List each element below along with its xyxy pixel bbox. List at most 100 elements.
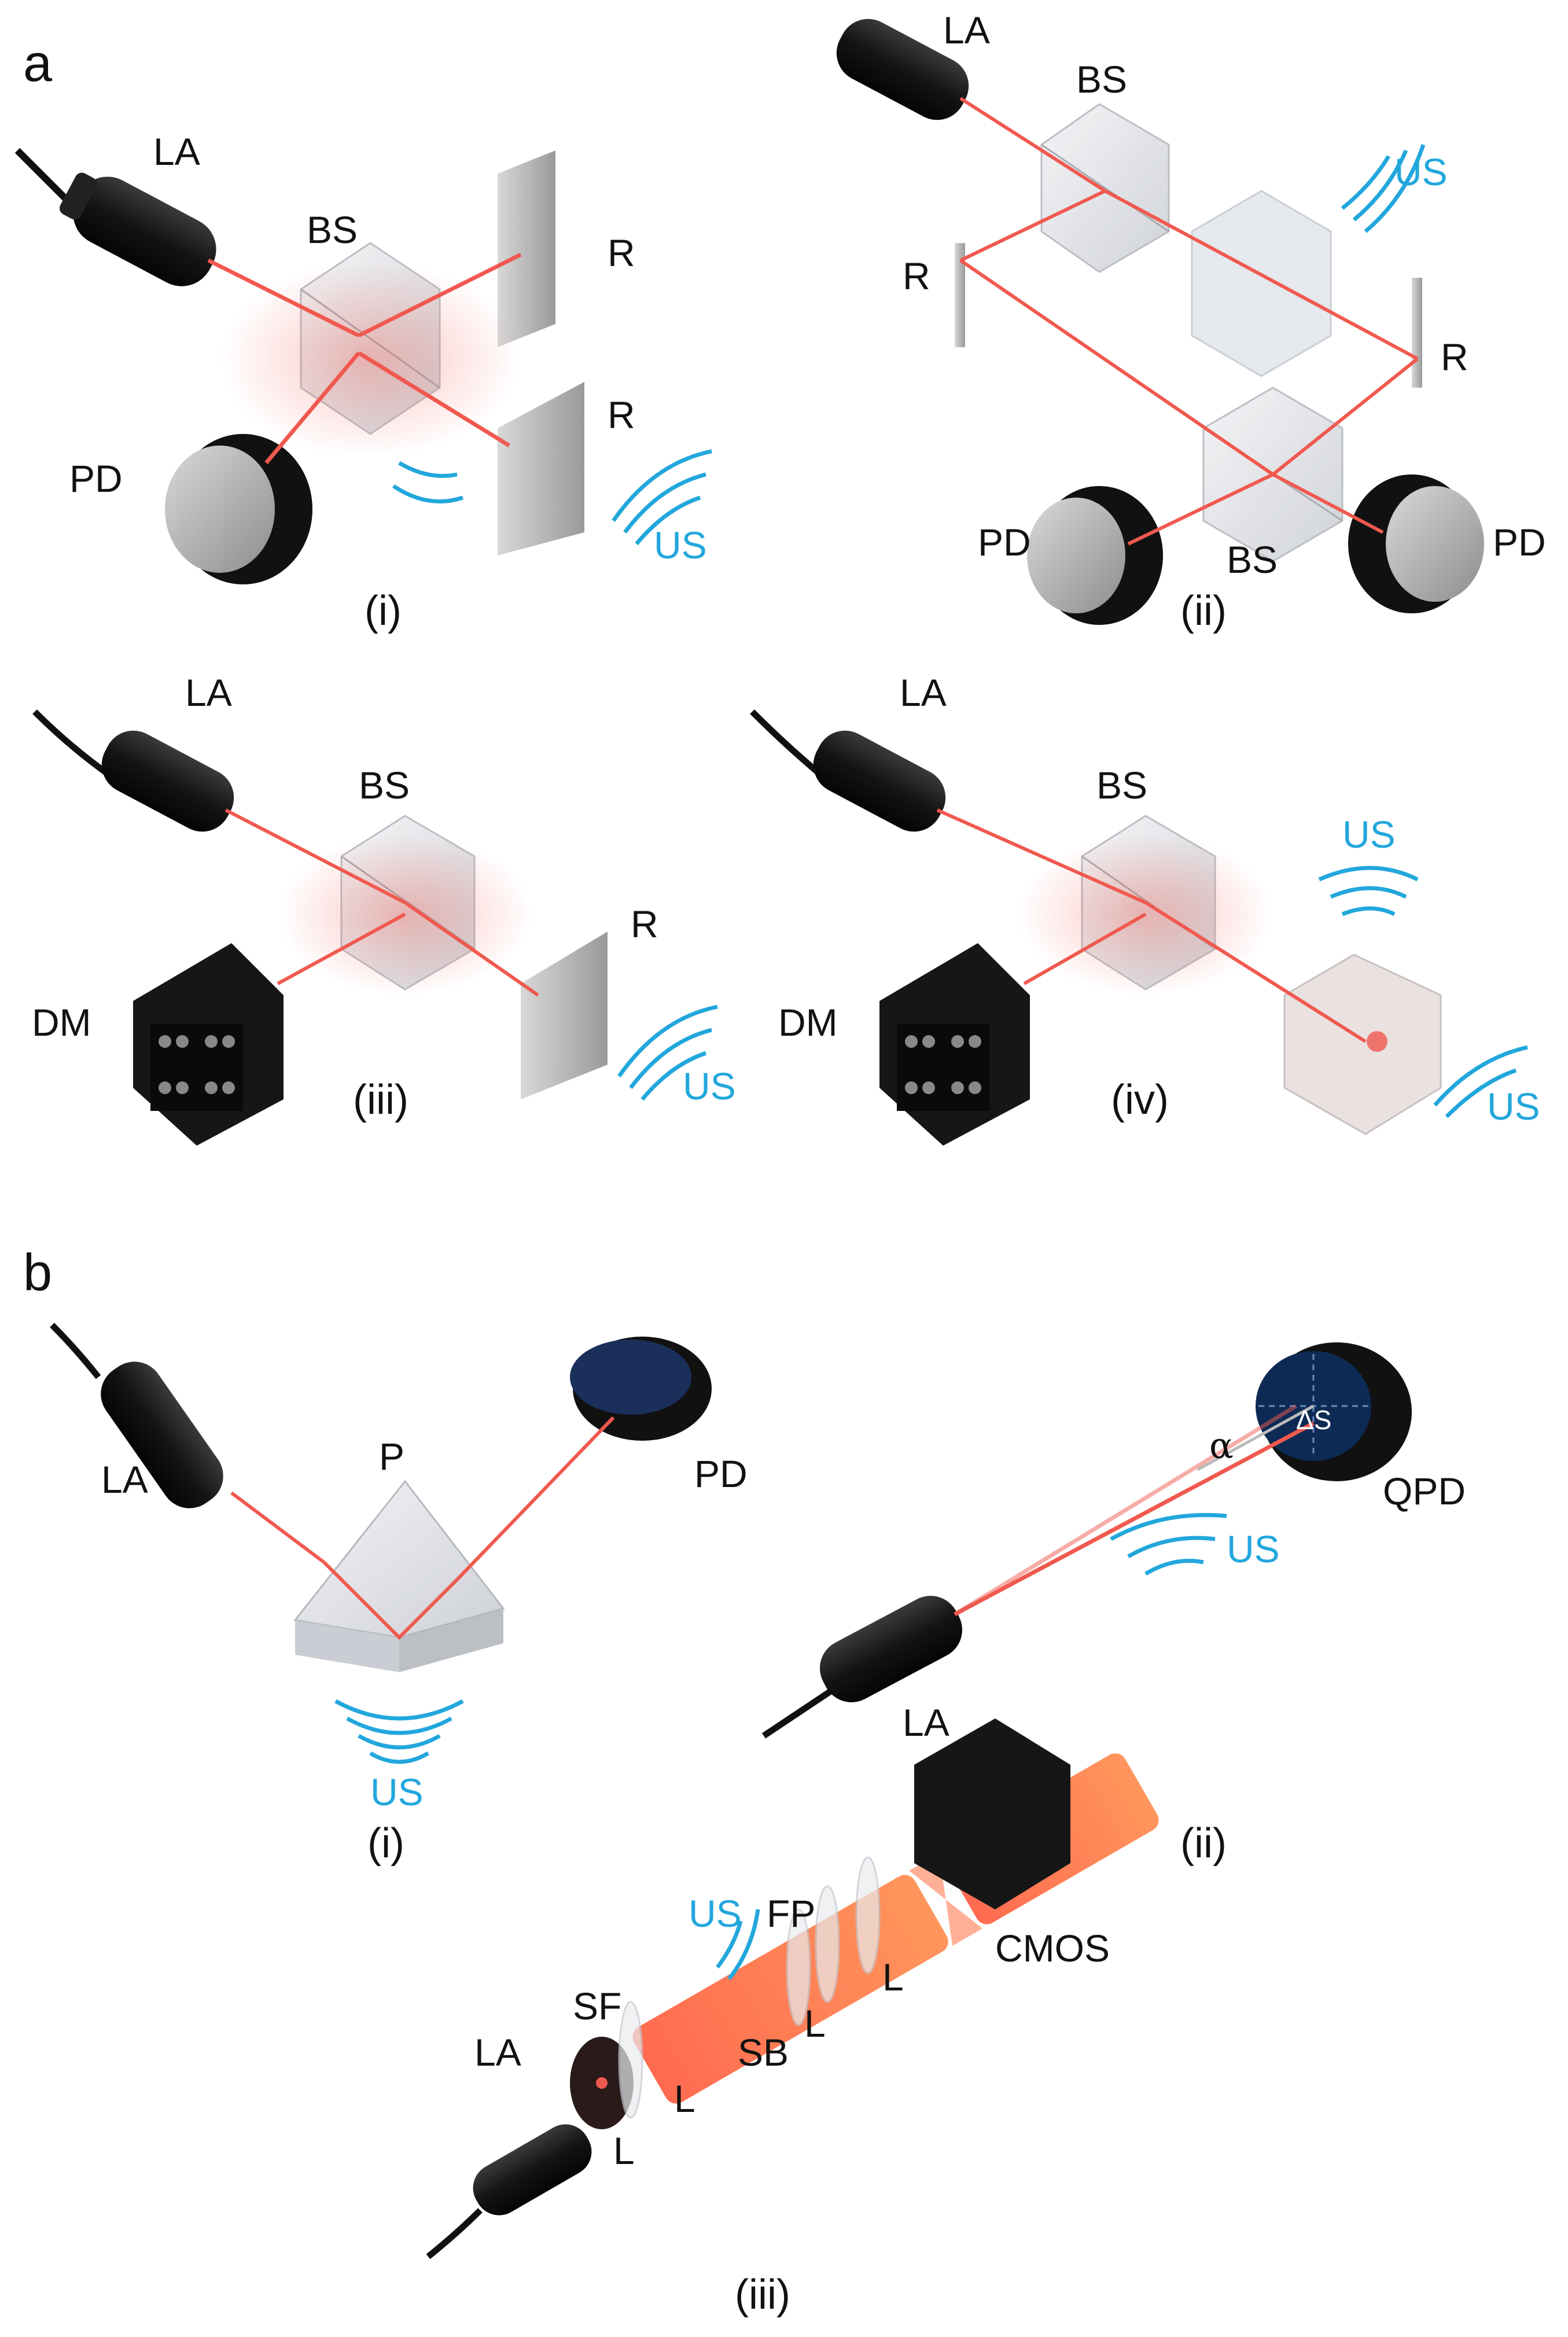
label-mirror: R xyxy=(631,903,658,945)
label-laser: LA xyxy=(900,671,947,714)
label-angle: α xyxy=(1209,1425,1234,1467)
label-mirror-right: R xyxy=(1441,336,1468,378)
label-mirror-left: R xyxy=(903,255,930,297)
caption-a-ii: (ii) xyxy=(1180,588,1227,634)
photodetector-icon xyxy=(570,1337,712,1441)
sample-cube xyxy=(1191,190,1332,377)
subpanel-b-iii: LA SF L L SB L L FP CMOS US (iii) xyxy=(426,1718,1159,2318)
fiber-cable xyxy=(750,709,824,778)
label-camera: DM xyxy=(32,1001,91,1044)
caption-b-iii: (iii) xyxy=(735,2272,790,2318)
fiber-cable xyxy=(32,709,112,778)
ultrasound-waves-icon xyxy=(617,1004,718,1101)
beam-glow xyxy=(1018,833,1273,995)
label-lens3: L xyxy=(804,2002,826,2045)
label-ultrasound: US xyxy=(683,1065,736,1107)
label-ultrasound: US xyxy=(1227,1528,1280,1570)
caption-a-i: (i) xyxy=(365,588,402,634)
label-lens2: L xyxy=(674,2077,695,2120)
subpanel-b-i: LA P PD US (i) xyxy=(50,1323,748,1867)
label-detector: QPD xyxy=(1383,1470,1466,1512)
mirror-right xyxy=(1412,278,1422,388)
lenses xyxy=(618,1856,881,2119)
label-splitter-out: BS xyxy=(1227,538,1278,581)
label-laser: LA xyxy=(943,9,990,51)
ref-mirror xyxy=(498,150,555,347)
label-ultrasound-bottom: US xyxy=(1487,1085,1540,1128)
mirror xyxy=(521,932,608,1099)
label-ref-mirror: R xyxy=(608,231,635,274)
subpanel-a-i: LA BS R R PD US (i) xyxy=(14,130,712,634)
label-camera: CMOS xyxy=(995,1927,1110,1970)
splitter-cube-in xyxy=(1040,103,1170,273)
beam-glow xyxy=(278,833,532,995)
caption-b-ii: (ii) xyxy=(1180,1820,1227,1867)
label-ultrasound: US xyxy=(1394,150,1448,193)
deformable-mirror-camera-icon xyxy=(133,943,284,1146)
caption-a-iii: (iii) xyxy=(353,1077,408,1123)
subpanel-a-iv: LA BS DM US US (iv) xyxy=(750,671,1540,1146)
label-displacement: ΔS xyxy=(1296,1405,1331,1435)
photodetector-left-icon xyxy=(1027,486,1163,625)
label-ultrasound-top: US xyxy=(1342,813,1396,856)
mirror-left xyxy=(955,243,965,347)
ultrasound-waves-icon xyxy=(1318,866,1528,1118)
label-camera: DM xyxy=(778,1001,838,1044)
laser-beams xyxy=(959,97,1419,546)
label-laser: LA xyxy=(474,2031,521,2074)
beam-glow xyxy=(220,260,521,457)
ultrasound-waves-icon xyxy=(334,1699,464,1764)
label-sample-mirror: R xyxy=(608,393,635,436)
ultrasound-waves-icon xyxy=(716,1909,760,1981)
subpanel-a-ii: LA BS R R BS PD PD US (ii) xyxy=(836,9,1546,634)
laser-icon xyxy=(473,2124,592,2215)
laser-beams xyxy=(954,1404,1315,1617)
label-laser: LA xyxy=(153,130,200,173)
label-splitter-in: BS xyxy=(1076,58,1127,101)
laser-icon xyxy=(101,730,234,832)
label-ultrasound: US xyxy=(654,524,707,566)
fiber-cable xyxy=(761,1687,835,1739)
photodetector-icon xyxy=(165,434,312,584)
label-detector-right: PD xyxy=(1493,521,1546,564)
cmos-camera-icon xyxy=(914,1718,1070,1909)
label-detector: PD xyxy=(694,1452,748,1495)
subpanel-a-iii: LA BS R DM US (iii) xyxy=(32,671,736,1146)
label-splitter: BS xyxy=(307,208,358,251)
laser-icon xyxy=(820,1596,962,1702)
label-laser: LA xyxy=(185,671,232,714)
label-laser: LA xyxy=(101,1458,148,1501)
caption-b-i: (i) xyxy=(367,1820,404,1867)
ultrasound-waves-icon xyxy=(1110,1512,1227,1576)
label-detector: PD xyxy=(69,457,123,500)
label-ultrasound: US xyxy=(370,1771,424,1813)
laser-beams xyxy=(230,1416,615,1640)
label-lens1: L xyxy=(613,2129,635,2172)
spatial-filter xyxy=(570,2037,634,2129)
laser-icon xyxy=(836,19,969,120)
caption-a-iv: (iv) xyxy=(1111,1077,1169,1123)
deflection-ray xyxy=(1197,1404,1315,1471)
label-ultrasound: US xyxy=(689,1892,742,1935)
sample-mirror xyxy=(498,382,584,555)
label-laser: LA xyxy=(903,1701,949,1744)
photodetector-right-icon xyxy=(1348,474,1484,613)
laser-icon xyxy=(101,1361,223,1508)
quadrant-photodetector-icon xyxy=(1256,1342,1412,1481)
label-prism: P xyxy=(379,1435,404,1478)
label-splitter: BS xyxy=(1096,764,1147,807)
label-beam: SB xyxy=(738,2031,789,2074)
label-lens4: L xyxy=(882,1956,904,1999)
subpanel-b-ii: LA α ΔS QPD US (ii) xyxy=(761,1342,1466,1867)
label-detector-left: PD xyxy=(978,521,1031,564)
panel-b-letter: b xyxy=(23,1244,52,1302)
fiber-cable xyxy=(50,1323,101,1379)
panel-a-letter: a xyxy=(23,35,53,93)
laser-icon xyxy=(813,730,946,832)
label-focal-plane: FP xyxy=(767,1892,815,1935)
ultrasound-waves-icon xyxy=(392,449,712,546)
ultrasound-waves-icon xyxy=(1341,143,1426,233)
laser-icon xyxy=(60,172,216,286)
sample-cube xyxy=(1283,954,1442,1135)
